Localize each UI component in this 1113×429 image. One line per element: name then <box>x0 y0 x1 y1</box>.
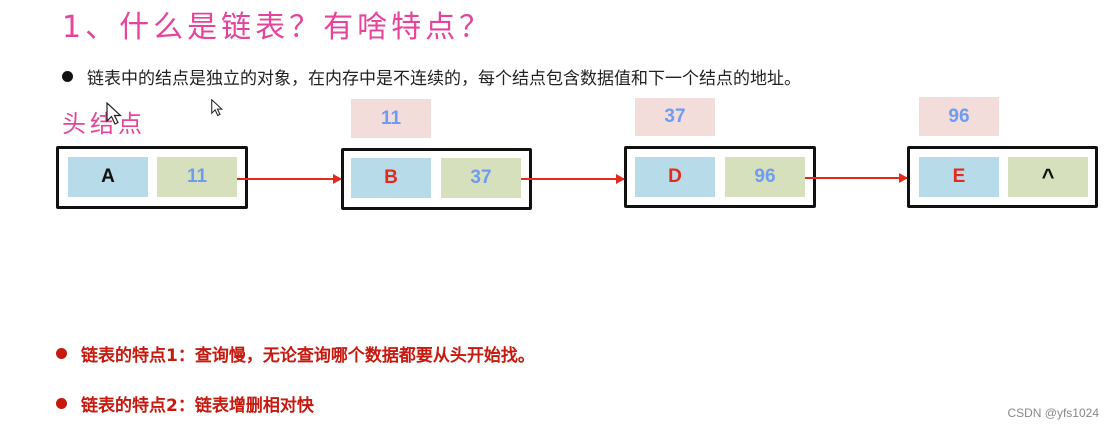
pointer-arrow <box>805 173 908 183</box>
node-address-label: 37 <box>635 98 715 136</box>
feature-text: 链表的特点1：查询慢，无论查询哪个数据都要从头开始找。 <box>81 346 535 366</box>
node-data-cell: A <box>68 157 148 197</box>
node-address-label: 96 <box>919 97 999 136</box>
mouse-cursor-icon <box>211 99 223 117</box>
description-text: 链表中的结点是独立的对象，在内存中是不连续的，每个结点包含数据值和下一个结点的地… <box>87 69 801 89</box>
node-address-label: 11 <box>351 99 431 138</box>
bullet-icon <box>56 348 67 359</box>
node-data-cell: B <box>351 158 431 198</box>
pointer-arrow <box>521 174 625 184</box>
feature-bullet-1: 链表的特点1：查询慢，无论查询哪个数据都要从头开始找。 <box>56 341 535 366</box>
node-next-cell-null: ^ <box>1008 157 1088 197</box>
head-node-label: 头结点 <box>62 110 146 138</box>
node-data-cell: D <box>635 157 715 197</box>
node-next-cell: 37 <box>441 158 521 198</box>
description-bullet: 链表中的结点是独立的对象，在内存中是不连续的，每个结点包含数据值和下一个结点的地… <box>62 64 801 89</box>
pointer-arrow <box>237 174 342 184</box>
feature-text: 链表的特点2：链表增删相对快 <box>81 396 314 416</box>
node-next-cell: 11 <box>157 157 237 197</box>
node-data-cell: E <box>919 157 999 197</box>
node-next-cell: 96 <box>725 157 805 197</box>
feature-bullet-2: 链表的特点2：链表增删相对快 <box>56 391 314 416</box>
bullet-icon <box>62 71 73 82</box>
bullet-icon <box>56 398 67 409</box>
page-title: 1、什么是链表？有啥特点？ <box>62 10 494 45</box>
mouse-cursor-icon <box>106 102 122 125</box>
watermark: CSDN @yfs1024 <box>1007 406 1099 420</box>
